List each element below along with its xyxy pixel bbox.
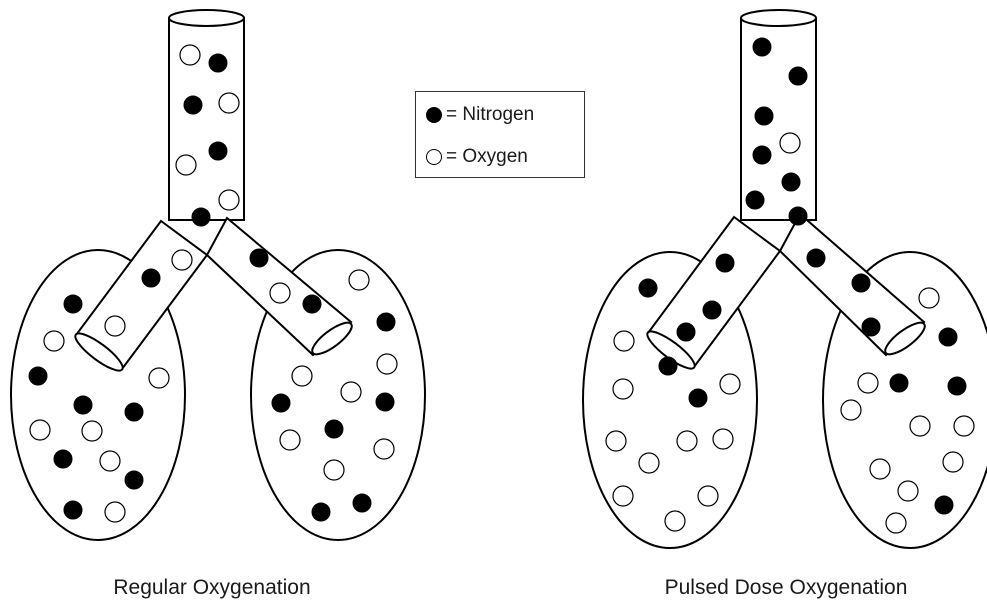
legend-row-nitrogen: = Nitrogen [426, 104, 534, 126]
nitrogen-molecule [54, 450, 72, 468]
nitrogen-molecule [755, 107, 773, 125]
oxygen-molecule [270, 283, 290, 303]
oxygen-molecule [82, 421, 102, 441]
nitrogen-molecule [852, 274, 870, 292]
nitrogen-molecule [789, 67, 807, 85]
oxygen-molecule [639, 453, 659, 473]
oxygen-molecule [614, 331, 634, 351]
nitrogen-molecule [862, 318, 880, 336]
oxygen-molecule [176, 155, 196, 175]
oxygen-molecule [858, 373, 878, 393]
nitrogen-molecule [209, 142, 227, 160]
oxygen-molecule [910, 416, 930, 436]
right-trachea [741, 10, 816, 220]
nitrogen-molecule [716, 254, 734, 272]
oxygen-molecule [720, 374, 740, 394]
oxygen-molecule [374, 439, 394, 459]
nitrogen-molecule [125, 471, 143, 489]
nitrogen-molecule [746, 191, 764, 209]
oxygen-molecule [44, 331, 64, 351]
nitrogen-molecule [659, 357, 677, 375]
oxygen-molecule [870, 459, 890, 479]
oxygen-molecule [665, 511, 685, 531]
oxygen-molecule [713, 429, 733, 449]
caption-pulsed: Pulsed Dose Oxygenation [665, 576, 908, 600]
legend-label-nitrogen: = Nitrogen [446, 104, 534, 126]
oxygen-molecule [677, 431, 697, 451]
nitrogen-molecule [312, 503, 330, 521]
legend-label-oxygen: = Oxygen [446, 146, 528, 168]
oxygen-molecule [219, 93, 239, 113]
left-trachea [169, 10, 244, 220]
oxygen-molecule [780, 133, 800, 153]
nitrogen-molecule [789, 207, 807, 225]
nitrogen-molecule [184, 96, 202, 114]
oxygen-molecule [100, 451, 120, 471]
nitrogen-dot-icon [426, 107, 442, 123]
oxygen-molecule [280, 430, 300, 450]
nitrogen-molecule [209, 54, 227, 72]
oxygen-molecule [341, 382, 361, 402]
nitrogen-molecule [250, 249, 268, 267]
oxygen-molecule [172, 250, 192, 270]
nitrogen-molecule [142, 269, 160, 287]
caption-regular: Regular Oxygenation [113, 576, 310, 600]
nitrogen-molecule [677, 323, 695, 341]
oxygen-molecule [919, 288, 939, 308]
nitrogen-molecule [689, 389, 707, 407]
oxygen-molecule [30, 420, 50, 440]
nitrogen-molecule [353, 494, 371, 512]
nitrogen-molecule [639, 279, 657, 297]
nitrogen-molecule [753, 38, 771, 56]
nitrogen-molecule [29, 367, 47, 385]
oxygen-molecule [886, 513, 906, 533]
nitrogen-molecule [325, 420, 343, 438]
oxygen-molecule [613, 379, 633, 399]
nitrogen-molecule [376, 393, 394, 411]
nitrogen-molecule [948, 377, 966, 395]
oxygen-molecule [105, 502, 125, 522]
nitrogen-molecule [64, 295, 82, 313]
nitrogen-molecule [782, 173, 800, 191]
legend-row-oxygen: = Oxygen [426, 146, 528, 168]
oxygen-molecule [606, 431, 626, 451]
oxygen-molecule [841, 400, 861, 420]
oxygen-molecule [324, 460, 344, 480]
oxygen-molecule [105, 316, 125, 336]
oxygen-molecule [698, 486, 718, 506]
nitrogen-molecule [807, 249, 825, 267]
oxygen-molecule [180, 45, 200, 65]
nitrogen-molecule [753, 146, 771, 164]
nitrogen-molecule [125, 403, 143, 421]
nitrogen-molecule [303, 295, 321, 313]
oxygen-molecule [613, 486, 633, 506]
nitrogen-molecule [935, 496, 953, 514]
oxygen-dot-icon [426, 149, 442, 165]
nitrogen-molecule [192, 208, 210, 226]
oxygen-molecule [898, 481, 918, 501]
oxygen-molecule [149, 368, 169, 388]
oxygen-molecule [943, 452, 963, 472]
nitrogen-molecule [272, 394, 290, 412]
nitrogen-molecule [703, 301, 721, 319]
oxygen-molecule [954, 416, 974, 436]
oxygen-molecule [292, 366, 312, 386]
oxygen-molecule [377, 354, 397, 374]
oxygen-molecule [349, 270, 369, 290]
legend-box: = Nitrogen = Oxygen [415, 91, 585, 178]
nitrogen-molecule [939, 328, 957, 346]
nitrogen-molecule [890, 374, 908, 392]
nitrogen-molecule [74, 396, 92, 414]
nitrogen-molecule [377, 313, 395, 331]
oxygen-molecule [219, 190, 239, 210]
nitrogen-molecule [64, 501, 82, 519]
